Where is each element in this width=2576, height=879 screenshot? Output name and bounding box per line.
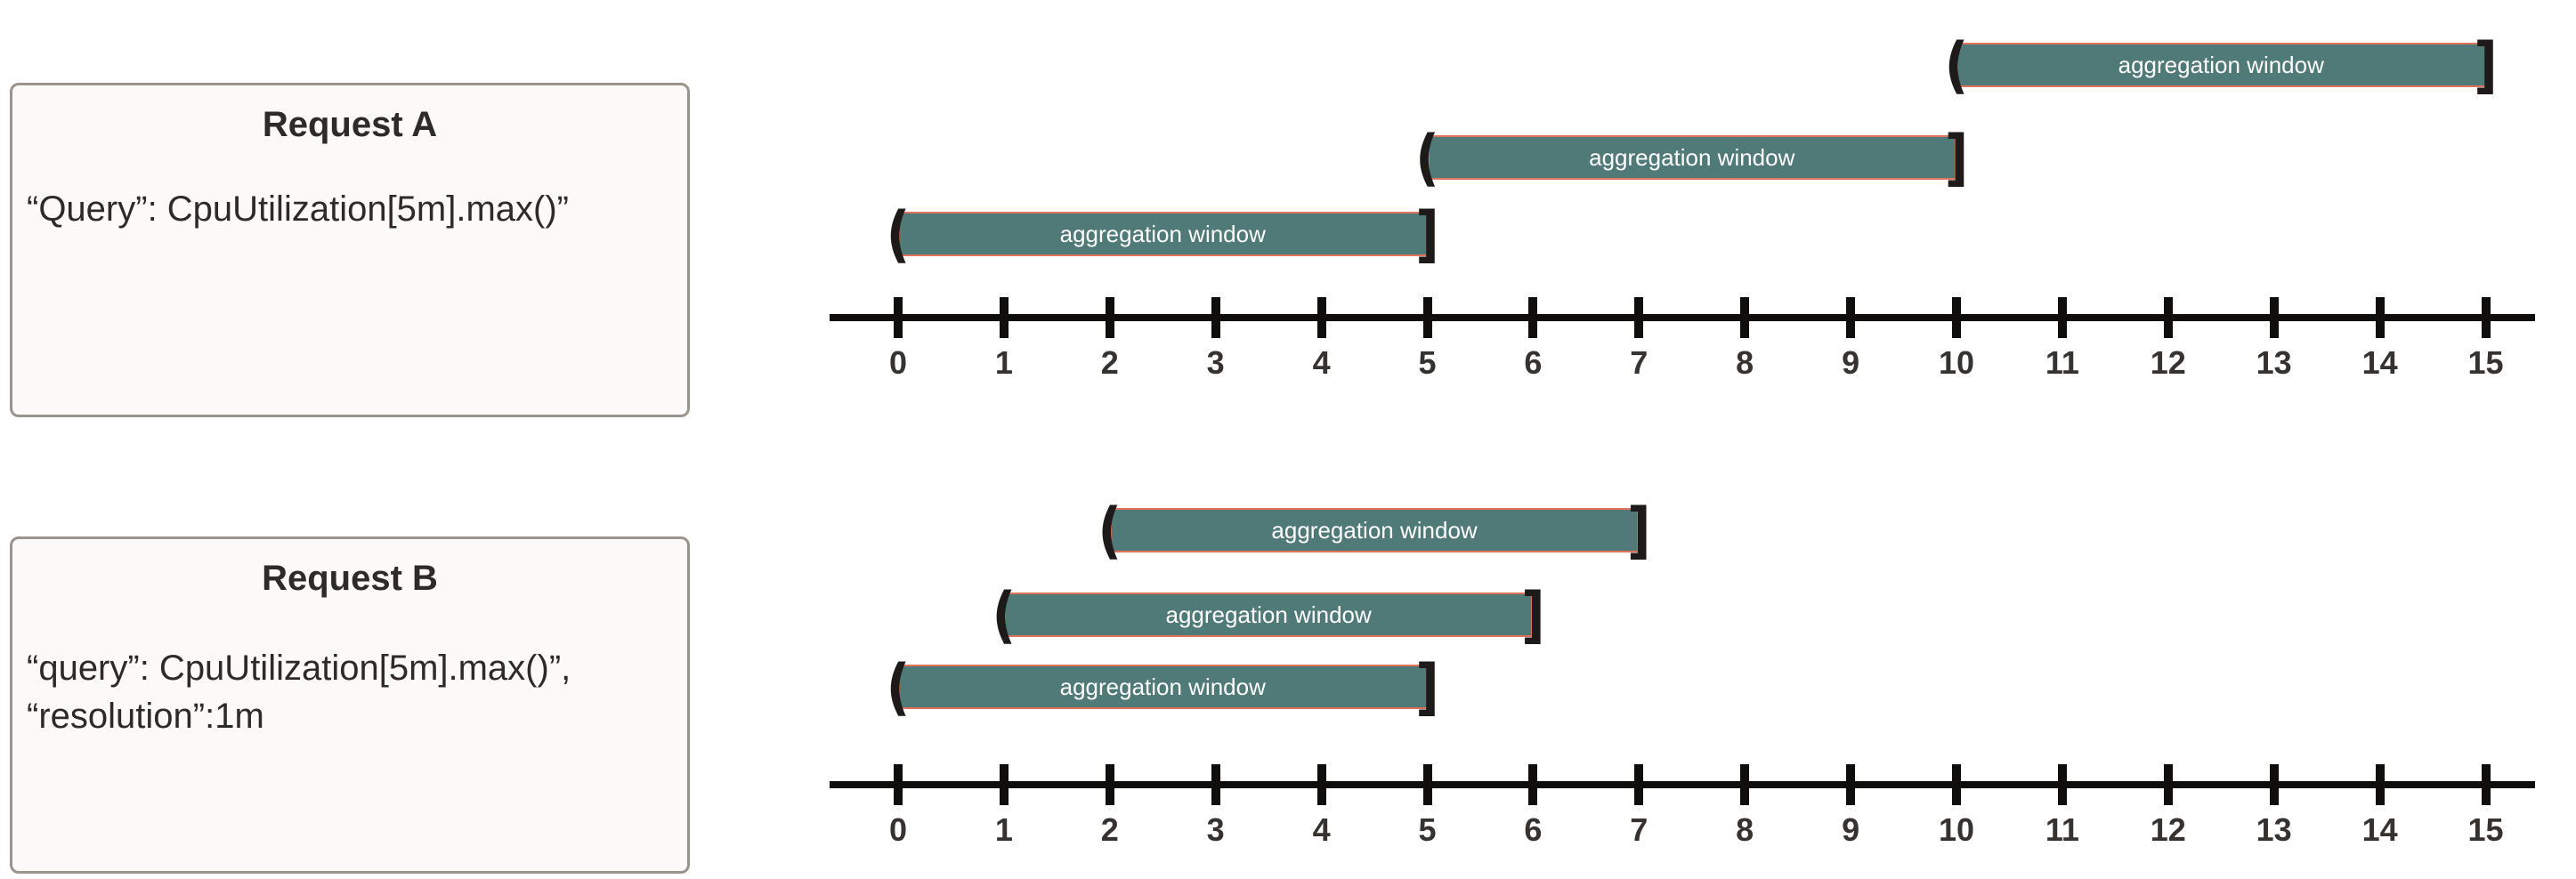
tick-label: 5: [1418, 811, 1437, 848]
tick: [894, 297, 903, 338]
tick: [1528, 297, 1538, 338]
tick-label: 8: [1736, 344, 1754, 381]
tick-label: 11: [2045, 344, 2079, 381]
tick: [2481, 764, 2491, 805]
tick-label: 14: [2361, 811, 2398, 848]
tick: [1105, 764, 1114, 805]
tick: [1634, 297, 1644, 338]
tick: [1422, 297, 1432, 338]
aggregation-window-bar: aggregation window: [1109, 508, 1640, 552]
tick-label: 14: [2361, 344, 2398, 381]
tick-label: 10: [1938, 811, 1975, 848]
bar-label: aggregation window: [1059, 221, 1266, 247]
tick: [2375, 297, 2385, 338]
tick: [2481, 297, 2491, 338]
request-a-body: “Query”: CpuUtilization[5m].max()”: [27, 185, 675, 233]
tick-label: 5: [1418, 344, 1437, 381]
request-b-title: Request B: [262, 559, 438, 598]
request-b-box: Request B “query”: CpuUtilization[5m].ma…: [10, 536, 690, 874]
tick: [2269, 297, 2279, 338]
tick: [1316, 297, 1326, 338]
tick: [1952, 297, 1961, 338]
tick-label: 9: [1842, 811, 1860, 848]
bar-label: aggregation window: [1589, 144, 1795, 171]
tick-label: 8: [1736, 811, 1754, 848]
tick-label: 13: [2256, 811, 2292, 848]
request-b-resolution-text: “resolution”:1m: [27, 697, 264, 736]
request-b-body: “query”: CpuUtilization[5m].max()”, “res…: [27, 644, 675, 740]
tick-label: 9: [1842, 344, 1860, 381]
bar-label: aggregation window: [1271, 517, 1478, 544]
tick: [999, 764, 1009, 805]
tick: [894, 764, 903, 805]
tick: [1211, 297, 1220, 338]
tick: [1952, 764, 1961, 805]
request-a-query-text: “Query”: CpuUtilization[5m].max()”: [27, 190, 570, 229]
tick: [1422, 764, 1432, 805]
tick: [1528, 764, 1538, 805]
tick: [1211, 764, 1220, 805]
request-a-box: Request A “Query”: CpuUtilization[5m].ma…: [10, 83, 690, 417]
tick-label: 11: [2045, 811, 2079, 848]
tick-label: 6: [1524, 344, 1543, 381]
axis-line: [830, 781, 2535, 788]
tick: [1634, 764, 1644, 805]
tick-label: 15: [2467, 344, 2504, 381]
axis-line: [830, 314, 2535, 321]
tick-label: 13: [2256, 344, 2292, 381]
aggregation-window-bar: aggregation window: [1427, 135, 1956, 180]
aggregation-window-bar: aggregation window: [1003, 593, 1534, 637]
tick-label: 10: [1938, 344, 1975, 381]
bar-label: aggregation window: [1165, 601, 1372, 628]
tick-label: 15: [2467, 811, 2504, 848]
tick-label: 3: [1206, 811, 1225, 848]
tick: [1740, 764, 1750, 805]
tick-label: 7: [1630, 811, 1648, 848]
tick: [2163, 764, 2173, 805]
tick-label: 0: [888, 811, 908, 848]
tick-label: 4: [1312, 344, 1331, 381]
tick: [1740, 297, 1750, 338]
aggregation-window-bar: aggregation window: [898, 665, 1428, 709]
tick-label: 12: [2150, 344, 2186, 381]
request-b-query-text: “query”: CpuUtilization[5m].max()”,: [27, 649, 571, 688]
tick: [2269, 764, 2279, 805]
request-a-title: Request A: [262, 105, 438, 144]
aggregation-window-bar: aggregation window: [898, 212, 1428, 256]
tick-label: 4: [1312, 811, 1331, 848]
tick-label: 3: [1206, 344, 1225, 381]
tick-label: 1: [994, 811, 1013, 848]
tick: [2375, 764, 2385, 805]
tick-label: 7: [1630, 344, 1648, 381]
tick-label: 6: [1524, 811, 1543, 848]
tick: [1105, 297, 1114, 338]
tick: [2163, 297, 2173, 338]
tick: [2057, 297, 2067, 338]
bar-label: aggregation window: [2118, 52, 2324, 78]
tick-label: 2: [1100, 811, 1119, 848]
tick-label: 0: [888, 344, 908, 381]
tick: [1316, 764, 1326, 805]
tick: [1846, 297, 1856, 338]
bar-label: aggregation window: [1059, 673, 1266, 700]
tick-label: 12: [2150, 811, 2186, 848]
tick: [2057, 764, 2067, 805]
tick-label: 1: [994, 344, 1013, 381]
tick: [999, 297, 1009, 338]
tick: [1846, 764, 1856, 805]
tick-label: 2: [1100, 344, 1119, 381]
aggregation-window-bar: aggregation window: [1956, 43, 2486, 87]
